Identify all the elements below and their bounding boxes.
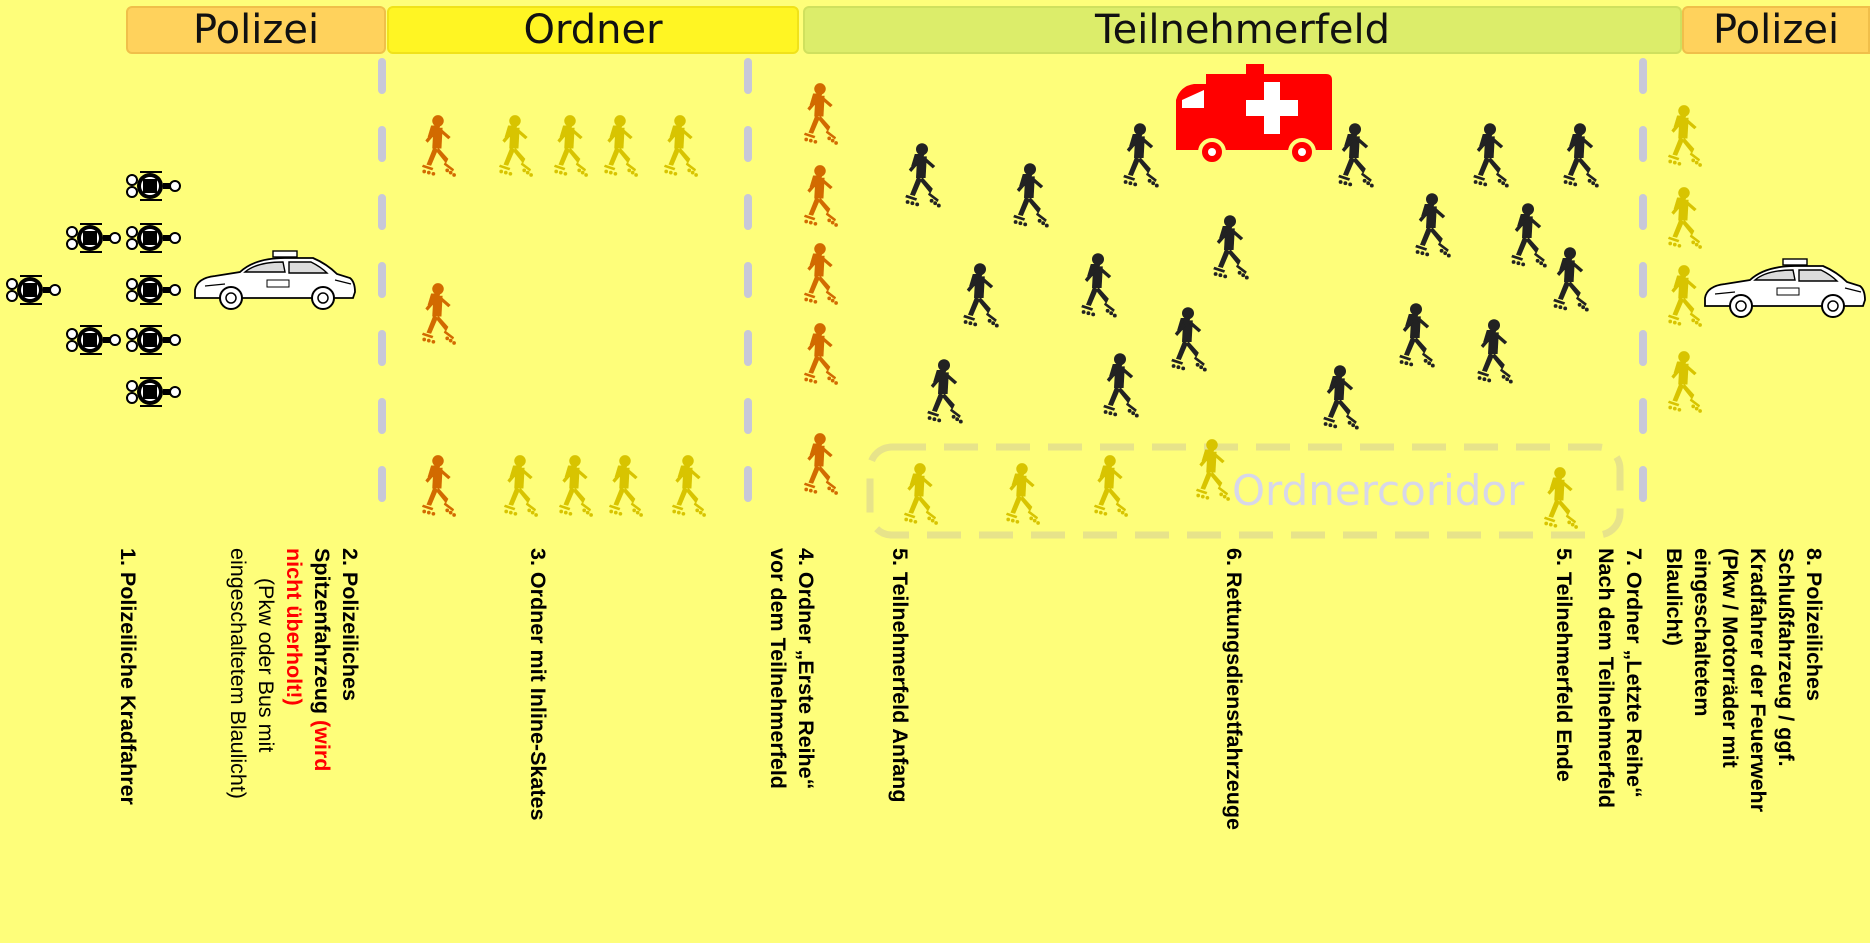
police-car-icon	[1704, 258, 1866, 318]
ordnercorridor-box	[866, 443, 1624, 539]
header-teilnehmerfeld: Teilnehmerfeld	[803, 6, 1682, 54]
police-motorcycle-icon	[126, 223, 181, 253]
inline-skater-icon	[1667, 187, 1702, 249]
inline-skater-icon	[1543, 467, 1578, 529]
police-motorcycle-icon	[126, 171, 181, 201]
inline-skater-icon	[1477, 319, 1513, 384]
header-police-right: Polizei	[1682, 6, 1870, 54]
inline-skater-icon	[1415, 193, 1451, 258]
inline-skater-icon	[1399, 303, 1435, 368]
header-teilnehmerfeld-label: Teilnehmerfeld	[1095, 7, 1390, 53]
inline-skater-icon	[1323, 365, 1359, 430]
inline-skater-icon	[803, 243, 838, 305]
label-2-spitzenfahrzeug: 2. Polizeiliches Spitzenfahrzeug (wird n…	[224, 548, 364, 799]
inline-skater-icon	[503, 455, 538, 517]
inline-skater-icon	[1103, 353, 1139, 418]
inline-skater-icon	[553, 115, 588, 177]
label-1-kradfahrer: 1. Polizeiliche Kradfahrer	[116, 548, 140, 805]
police-motorcycle-icon	[126, 275, 181, 305]
header-ordner-label: Ordner	[523, 7, 663, 53]
inline-skater-icon	[1171, 307, 1207, 372]
inline-skater-icon	[803, 83, 838, 145]
inline-skater-icon	[558, 455, 593, 517]
inline-skater-icon	[603, 115, 638, 177]
header-ordner: Ordner	[387, 6, 799, 54]
inline-skater-icon	[1667, 351, 1702, 413]
label-2-title: 2. Polizeiliches Spitzenfahrzeug	[310, 548, 362, 715]
inline-skater-icon	[1213, 215, 1249, 280]
label-2-warning-a: (wird	[310, 720, 334, 772]
label-3-ordner-inline: 3. Ordner mit Inline-Skates	[526, 548, 550, 821]
police-motorcycle-icon	[66, 223, 121, 253]
label-5-anfang: 5. Teilnehmerfeld Anfang	[888, 548, 912, 803]
police-car-icon	[194, 250, 356, 310]
header-police-left: Polizei	[126, 6, 386, 54]
label-2-warning-b: nicht überholt!)	[282, 548, 306, 706]
police-motorcycle-icon	[6, 275, 61, 305]
inline-skater-icon	[1563, 123, 1599, 188]
inline-skater-icon	[803, 433, 838, 495]
inline-skater-icon	[421, 283, 456, 345]
label-7-letzte-reihe: 7. Ordner „Letzte Reihe“ Nach dem Teilne…	[1594, 548, 1646, 809]
inline-skater-icon	[927, 359, 963, 424]
inline-skater-icon	[1123, 123, 1159, 188]
header-police-right-label: Polizei	[1712, 7, 1840, 53]
inline-skater-icon	[1081, 253, 1117, 318]
inline-skater-icon	[905, 143, 941, 208]
label-6-rettungsdienst: 6. Rettungsdienstfahrzeuge	[1222, 548, 1246, 830]
inline-skater-icon	[1667, 265, 1702, 327]
inline-skater-icon	[1338, 123, 1374, 188]
inline-skater-icon	[1511, 203, 1547, 268]
label-8-schlussfahrzeug: 8. Polizeiliches Schlußfahrzeug / ggf. K…	[1662, 548, 1826, 813]
inline-skater-icon	[1093, 455, 1128, 517]
inline-skater-icon	[1667, 105, 1702, 167]
ordnercorridor-label: Ordnercoridor	[1232, 466, 1525, 515]
inline-skater-icon	[498, 115, 533, 177]
inline-skater-icon	[1013, 163, 1049, 228]
police-motorcycle-icon	[126, 325, 181, 355]
inline-skater-icon	[421, 115, 456, 177]
inline-skater-icon	[671, 455, 706, 517]
inline-skater-icon	[608, 455, 643, 517]
inline-skater-icon	[1473, 123, 1509, 188]
ambulance-icon	[1176, 64, 1332, 166]
inline-skater-icon	[903, 463, 938, 525]
inline-skater-icon	[803, 323, 838, 385]
inline-skater-icon	[1005, 463, 1040, 525]
inline-skater-icon	[1553, 247, 1589, 312]
inline-skater-icon	[421, 455, 456, 517]
label-4-erste-reihe: 4. Ordner „Erste Reihe“ vor dem Teilnehm…	[766, 548, 818, 790]
inline-skater-icon	[963, 263, 999, 328]
inline-skater-icon	[663, 115, 698, 177]
label-5-ende: 5. Teilnehmerfeld Ende	[1552, 548, 1576, 782]
police-motorcycle-icon	[66, 325, 121, 355]
inline-skater-icon	[803, 165, 838, 227]
header-police-left-label: Polizei	[192, 7, 320, 53]
police-motorcycle-icon	[126, 377, 181, 407]
label-2-note: (Pkw oder Bus mit eingeschaltetem Blauli…	[226, 548, 278, 799]
